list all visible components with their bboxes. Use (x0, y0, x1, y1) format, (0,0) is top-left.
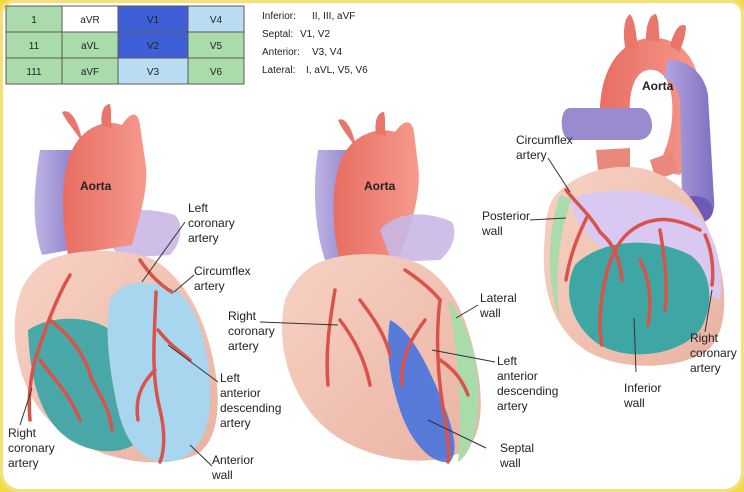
anterior-wall-region (107, 282, 211, 462)
lead-table-label: V6 (210, 67, 223, 78)
heart2-right-coronary-label: Right coronary artery (228, 309, 278, 353)
lead-table: 1 aVR V1 V4 11 aVL V2 V5 111 aVF V3 V6 (5, 5, 245, 85)
lead-table-label: 111 (26, 67, 42, 78)
heart2-septal-wall-label: Septal wall (499, 441, 537, 470)
lead-table-cell (187, 31, 245, 59)
lead-table-label: V5 (210, 41, 223, 52)
coronary-arteries (27, 258, 192, 464)
inferior-wall-region (569, 242, 710, 355)
lead-table-label: aVR (80, 15, 99, 26)
heart3-posterior-wall-label: Posterior wall (481, 209, 533, 238)
heart-anterior-view: Aorta Left coronary artery Circumflex ar… (8, 104, 285, 482)
heart1-lad-label: Left anterior descending artery (220, 371, 285, 430)
heart2-aorta-label: Aorta (364, 179, 396, 193)
heart3-circumflex-label: Circumflex artery (516, 133, 576, 162)
pulmonary-vein (561, 108, 652, 140)
vein-shape (34, 150, 72, 255)
lead-table-label: aVF (81, 67, 99, 78)
heart1-circumflex-label: Circumflex artery (194, 264, 254, 293)
coronary-arteries (564, 188, 715, 347)
heart1-anterior-wall-label: Anterior wall (211, 453, 257, 482)
lead-table-cell (5, 57, 63, 85)
lead-table-cell (61, 5, 119, 33)
lead-group-legend: Inferior: II, III, aVF Septal: V1, V2 An… (262, 11, 368, 76)
lead-table-cell (187, 57, 245, 85)
heart3-inferior-wall-label: Inferior wall (623, 381, 665, 410)
heart2-lateral-wall-label: Lateral wall (479, 291, 520, 320)
lead-table-label: V1 (147, 15, 160, 26)
heart1-right-coronary-label: Right coronary artery (8, 426, 58, 470)
heart3-aorta-label: Aorta (642, 79, 674, 93)
lead-table-cell (61, 57, 119, 85)
aorta-branch (338, 119, 360, 154)
heart3-right-coronary-label: Right coronary artery (690, 331, 740, 375)
legend-inferior: Inferior: II, III, aVF (262, 11, 355, 22)
legend-septal: Septal: V1, V2 (262, 29, 330, 40)
lead-table-label: V4 (210, 15, 223, 26)
lateral-wall-region (448, 300, 479, 462)
pulmonary-vein (650, 152, 678, 180)
coronary-arteries (325, 268, 470, 464)
lead-table-label: V3 (147, 67, 160, 78)
lead-table-label: aVL (81, 41, 99, 52)
heart-posterior-view: Aorta Circumflex artery Posterior wall R… (481, 14, 740, 410)
aorta-branch (670, 24, 686, 52)
heart-lateral-view: Aorta Right coronary artery Lateral wall… (228, 112, 562, 470)
heart2-lad-label: Left anterior descending artery (497, 354, 562, 413)
aorta-branch (375, 112, 386, 136)
heart1-left-coronary-label: Left coronary artery (188, 201, 238, 245)
heart1-aorta-label: Aorta (80, 179, 112, 193)
aorta-branch (623, 14, 638, 52)
vein-shape (664, 60, 715, 223)
lead-table-label: 11 (29, 41, 40, 52)
aorta-branch (62, 111, 86, 148)
aorta-vessel (62, 114, 147, 256)
legend-anterior: Anterior: V3, V4 (262, 47, 342, 58)
lead-table-label: V2 (147, 41, 160, 52)
pulmonary-trunk (380, 214, 455, 262)
pulmonary-vein (596, 148, 630, 170)
lead-table-cell (61, 31, 119, 59)
lead-table-cell (187, 5, 245, 33)
lateral-strip-region (549, 195, 572, 320)
aorta-branch (646, 14, 660, 42)
legend-lateral: Lateral: I, aVL, V5, V6 (262, 65, 368, 76)
aorta-branch (101, 104, 112, 128)
lead-table-cell (5, 5, 63, 33)
lead-table-label: 1 (31, 15, 37, 26)
